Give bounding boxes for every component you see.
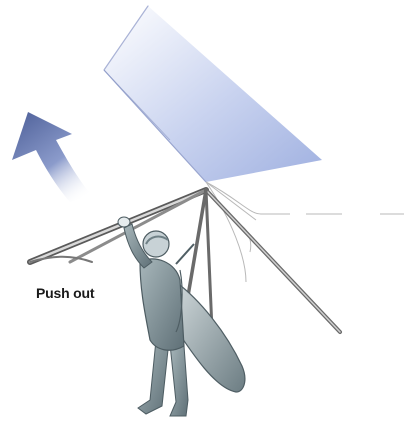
pilot-figure bbox=[118, 217, 245, 416]
glider-sail bbox=[104, 6, 322, 182]
push-out-label: Push out bbox=[36, 285, 94, 301]
curved-arrow-up-left-icon bbox=[12, 112, 92, 202]
glider-wires bbox=[206, 182, 404, 282]
